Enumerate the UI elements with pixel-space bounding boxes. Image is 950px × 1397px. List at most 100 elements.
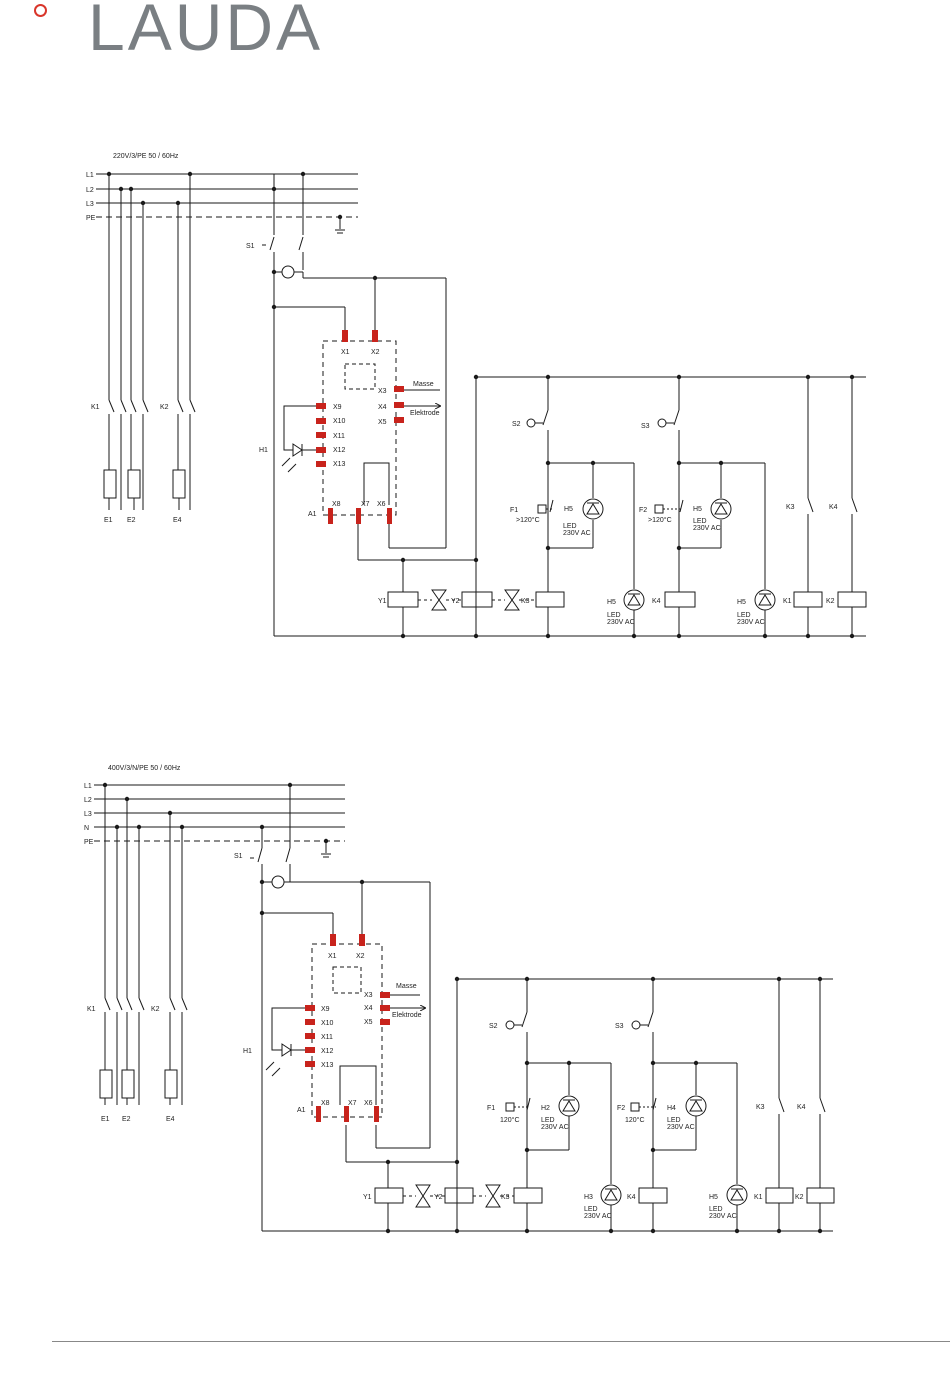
label2-y2: Y2 xyxy=(434,1194,443,1201)
label2-led-h3: LED xyxy=(584,1206,598,1213)
label-a1: A1 xyxy=(308,511,317,518)
label2-e2: E2 xyxy=(122,1116,131,1123)
label2-x12: X12 xyxy=(321,1048,334,1055)
label-led-1: LED xyxy=(563,523,577,530)
label-x2: X2 xyxy=(371,349,380,356)
label-e1: E1 xyxy=(104,517,113,524)
label-x3: X3 xyxy=(378,388,387,395)
bus-label-l1: L1 xyxy=(86,172,94,179)
label2-a1: A1 xyxy=(297,1107,306,1114)
label2-230-h2: 230V AC xyxy=(541,1124,569,1131)
label2-temp-f1: 120°C xyxy=(500,1116,520,1124)
junction-dots-2 xyxy=(102,782,823,1234)
label2-230-h5: 230V AC xyxy=(709,1213,737,1220)
label-elektrode: Elektrode xyxy=(410,410,440,417)
label-k4-contact: K4 xyxy=(829,504,838,511)
label-s1: S1 xyxy=(246,243,255,250)
label2-f1: F1 xyxy=(487,1105,495,1112)
label2-k4-contact: K4 xyxy=(797,1104,806,1111)
bus2-label-l3: L3 xyxy=(84,811,92,818)
bus2-label-l1: L1 xyxy=(84,783,92,790)
label-k2: K2 xyxy=(160,404,169,411)
label-k3-contact: K3 xyxy=(786,504,795,511)
bus2-label-pe: PE xyxy=(84,839,94,846)
diagram-220v xyxy=(96,173,867,637)
label2-k1: K1 xyxy=(87,1006,96,1013)
label2-x9: X9 xyxy=(321,1006,330,1013)
label2-x8: X8 xyxy=(321,1100,330,1107)
lauda-logo: LAUDA xyxy=(30,0,320,62)
label-x4: X4 xyxy=(378,404,387,411)
label2-h2: H2 xyxy=(541,1105,550,1112)
label-x9: X9 xyxy=(333,404,342,411)
label-h5c: H5 xyxy=(607,599,616,606)
label-x10: X10 xyxy=(333,418,346,425)
label2-y1: Y1 xyxy=(363,1194,372,1201)
label-e2: E2 xyxy=(127,517,136,524)
label-f1: F1 xyxy=(510,507,518,514)
label2-x6: X6 xyxy=(364,1100,373,1107)
terminals-1 xyxy=(316,330,404,524)
logo-text: LAUDA xyxy=(88,0,324,64)
label2-x10: X10 xyxy=(321,1020,334,1027)
label2-h5: H5 xyxy=(709,1194,718,1201)
label-x13: X13 xyxy=(333,461,346,468)
bus-label-pe: PE xyxy=(86,215,96,222)
label-y2: Y2 xyxy=(451,598,460,605)
label-s3: S3 xyxy=(641,423,650,430)
label2-x7: X7 xyxy=(348,1100,357,1107)
label-k1-coil: K1 xyxy=(783,598,792,605)
label-led-3: LED xyxy=(607,612,621,619)
label-h5a: H5 xyxy=(564,506,573,513)
label-h5d: H5 xyxy=(737,599,746,606)
label-h1: H1 xyxy=(259,447,268,454)
label-temp-f1: >120°C xyxy=(516,516,540,524)
label2-k4-coil: K4 xyxy=(627,1194,636,1201)
label2-h4: H4 xyxy=(667,1105,676,1112)
label-led-4: LED xyxy=(737,612,751,619)
label-masse: Masse xyxy=(413,381,434,388)
label-x5: X5 xyxy=(378,419,387,426)
label-k2-coil: K2 xyxy=(826,598,835,605)
label2-k3-coil: K3 xyxy=(501,1194,510,1201)
supply-label-2: 400V/3/N/PE 50 / 60Hz xyxy=(108,765,181,772)
junction-dots-1 xyxy=(106,171,855,639)
label2-s3: S3 xyxy=(615,1023,624,1030)
label-230-3: 230V AC xyxy=(607,619,635,626)
label-x7: X7 xyxy=(361,501,370,508)
label2-x3: X3 xyxy=(364,992,373,999)
label-s2: S2 xyxy=(512,421,521,428)
label2-led-h4: LED xyxy=(667,1117,681,1124)
label2-k2-coil: K2 xyxy=(795,1194,804,1201)
label2-x4: X4 xyxy=(364,1005,373,1012)
label-x12: X12 xyxy=(333,447,346,454)
label-230-2: 230V AC xyxy=(693,525,721,532)
label-x8: X8 xyxy=(332,501,341,508)
label2-f2: F2 xyxy=(617,1105,625,1112)
label2-h3: H3 xyxy=(584,1194,593,1201)
label2-k1-coil: K1 xyxy=(754,1194,763,1201)
label-y1: Y1 xyxy=(378,598,387,605)
label2-e1: E1 xyxy=(101,1116,110,1123)
label-h5b: H5 xyxy=(693,506,702,513)
label2-230-h3: 230V AC xyxy=(584,1213,612,1220)
label-x11: X11 xyxy=(333,433,345,440)
label2-elektrode: Elektrode xyxy=(392,1012,422,1019)
label-x6: X6 xyxy=(377,501,386,508)
supply-label-1: 220V/3/PE 50 / 60Hz xyxy=(113,153,179,160)
label2-230-h4: 230V AC xyxy=(667,1124,695,1131)
label-230-1: 230V AC xyxy=(563,530,591,537)
label-f2: F2 xyxy=(639,507,647,514)
label2-s1: S1 xyxy=(234,853,243,860)
label2-x11: X11 xyxy=(321,1034,333,1041)
label2-x5: X5 xyxy=(364,1019,373,1026)
label2-h1: H1 xyxy=(243,1048,252,1055)
label-k1: K1 xyxy=(91,404,100,411)
label2-led-h2: LED xyxy=(541,1117,555,1124)
label2-e4: E4 xyxy=(166,1116,175,1123)
label-temp-f2: >120°C xyxy=(648,516,672,524)
bus2-label-n: N xyxy=(84,825,89,832)
label2-masse: Masse xyxy=(396,983,417,990)
label-x1: X1 xyxy=(341,349,350,356)
